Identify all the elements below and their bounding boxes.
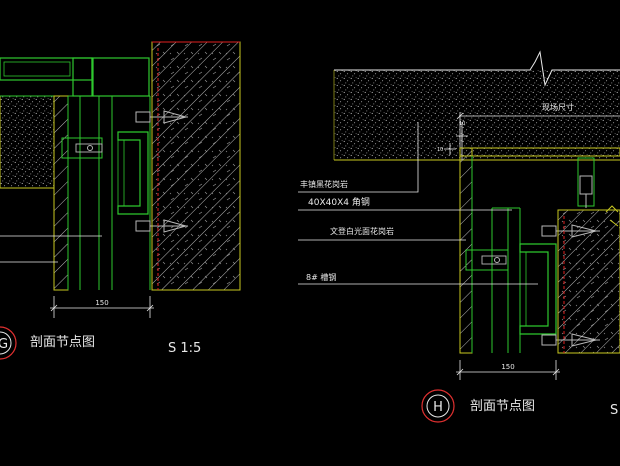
left-detail-scale: S 1:5 bbox=[168, 341, 201, 356]
right-small-dim-1: 10 bbox=[459, 121, 465, 127]
right-dimension-line bbox=[456, 360, 560, 380]
right-angle-brackets bbox=[519, 243, 557, 335]
right-callout-2: 40X40X4 角钢 bbox=[308, 196, 370, 208]
right-callout-1: 丰镇黑花岗岩 bbox=[300, 179, 348, 189]
right-small-dim-2: 10 bbox=[437, 147, 443, 153]
right-top-cladding bbox=[459, 147, 620, 157]
left-detail-marker-inner bbox=[0, 331, 12, 355]
left-anchor-plate bbox=[61, 137, 103, 159]
right-small-dimension-marks bbox=[444, 122, 468, 160]
right-detail-marker-inner bbox=[426, 394, 450, 418]
right-concrete-slab bbox=[333, 50, 620, 161]
right-detail-scale: S bbox=[610, 403, 618, 418]
right-callout-4: 8# 槽钢 bbox=[306, 272, 336, 282]
left-detail-title: 剖面节点图 bbox=[30, 335, 95, 350]
right-anchor-plate bbox=[465, 249, 509, 271]
right-section-detail: 现场尺寸 10 10 bbox=[298, 50, 620, 423]
right-channel-steel bbox=[471, 156, 521, 353]
right-detail-marker-letter: H bbox=[433, 400, 443, 415]
left-dimension-line bbox=[50, 296, 154, 318]
right-wall-corner-mark bbox=[605, 205, 619, 227]
left-top-steel-tube bbox=[0, 57, 150, 97]
right-top-anchor bbox=[577, 157, 595, 208]
left-concrete-slab bbox=[0, 95, 55, 189]
left-concrete-wall bbox=[151, 41, 241, 291]
right-concrete-wall bbox=[557, 209, 620, 354]
right-callout-3: 文登白光面花岗岩 bbox=[330, 226, 394, 236]
left-section-detail: 150 G 剖面节点图 S 1:5 bbox=[0, 41, 241, 360]
left-channel-steel bbox=[67, 96, 151, 290]
left-angle-brackets bbox=[117, 131, 149, 215]
left-leader-lines bbox=[0, 235, 102, 263]
right-leader-lines bbox=[298, 122, 538, 285]
left-detail-marker-letter: G bbox=[0, 337, 8, 352]
right-site-dimension-label: 现场尺寸 bbox=[542, 102, 574, 112]
right-detail-title: 剖面节点图 bbox=[470, 399, 535, 414]
left-cladding-hatch bbox=[53, 95, 69, 291]
left-dimension-label: 150 bbox=[95, 299, 108, 307]
right-dimension-label: 150 bbox=[501, 363, 514, 371]
right-detail-marker bbox=[421, 389, 455, 423]
left-detail-marker bbox=[0, 326, 17, 360]
